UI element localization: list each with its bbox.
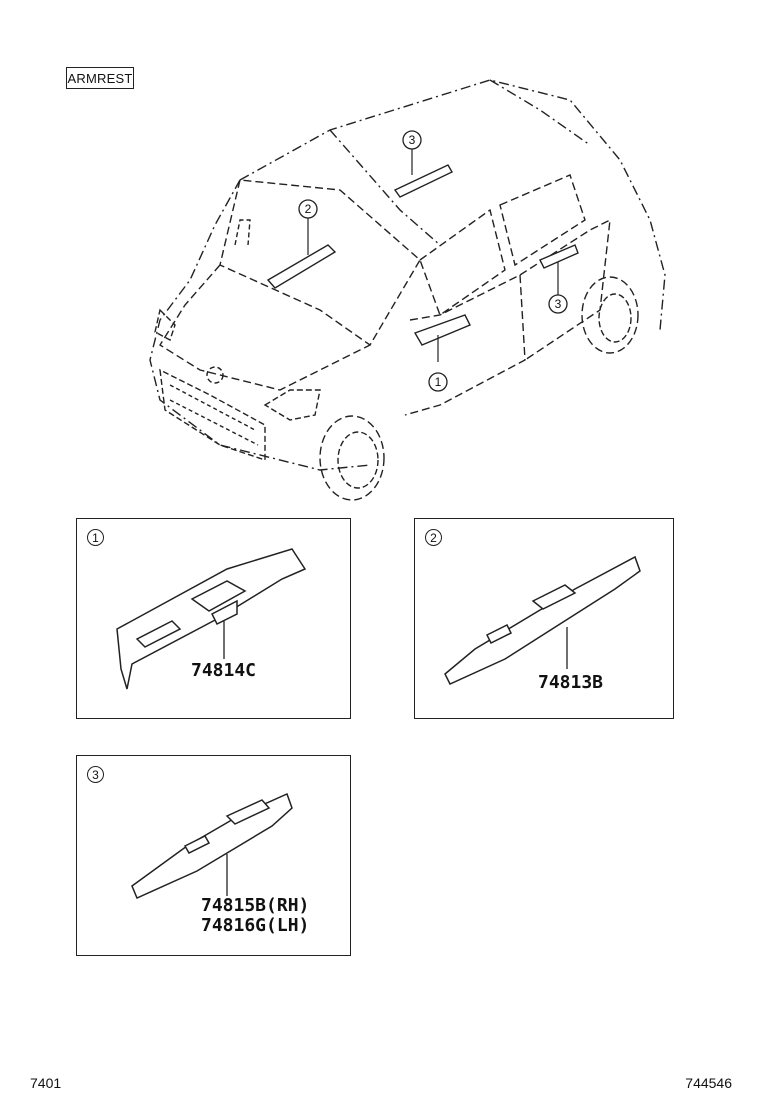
panel-number-3: 3	[87, 766, 104, 783]
detail-panel-2: 2 74813B	[414, 518, 674, 719]
detail-panel-3: 3 74815B(RH) 74816G(LH)	[76, 755, 351, 956]
armrest-icon	[116, 548, 307, 690]
part-number-74816G-LH: 74816G(LH)	[201, 915, 310, 936]
callout-circle-icon	[298, 199, 318, 219]
callout-2-label: 2	[305, 202, 312, 216]
armrest-icon	[131, 792, 293, 900]
part-number-74815B-RH: 74815B(RH)	[201, 895, 310, 916]
part-number-74813B: 74813B	[538, 672, 604, 693]
section-label: ARMREST	[66, 67, 134, 89]
detail-panel-1: 1 74814C	[76, 518, 351, 719]
panel-number-2: 2	[425, 529, 442, 546]
part-number-74814C: 74814C	[191, 660, 257, 681]
panel-number-1: 1	[87, 529, 104, 546]
callout-3-label: 3	[409, 133, 416, 147]
footer-right-code: 744546	[685, 1075, 732, 1091]
car-outline-icon: 2 3 1 3	[149, 79, 666, 501]
callout-3b-label: 3	[555, 297, 562, 311]
footer-left-code: 7401	[30, 1075, 62, 1091]
callout-circle-icon	[548, 294, 568, 314]
callout-circle-icon	[428, 372, 448, 392]
callout-circle-icon	[402, 130, 422, 150]
callout-1-label: 1	[435, 375, 442, 389]
armrest-icon	[444, 555, 641, 685]
